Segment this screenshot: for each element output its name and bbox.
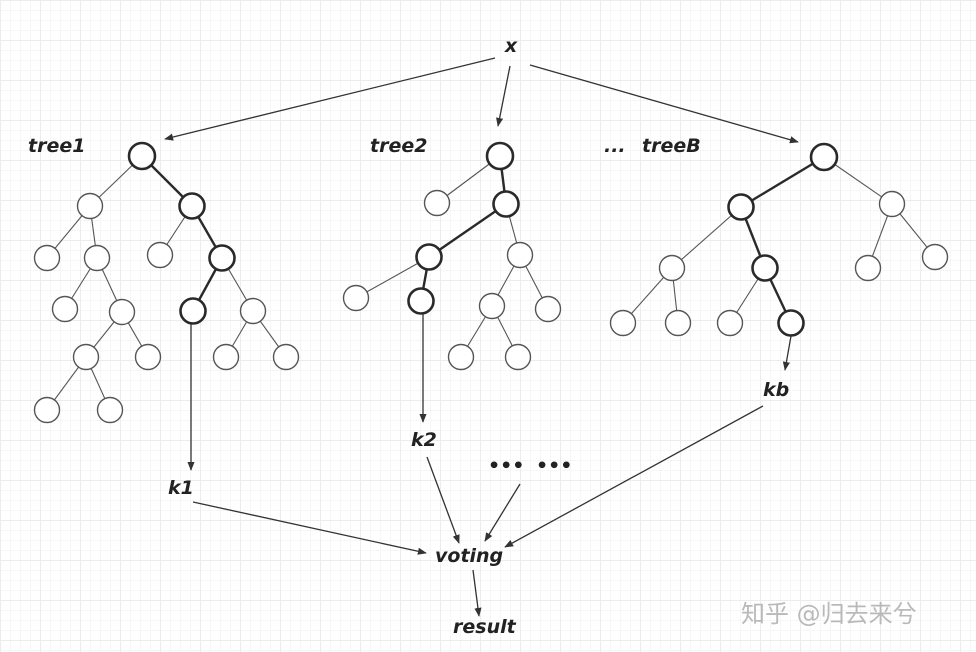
tree1-leaf-node [179,297,207,325]
input-label-x: x [504,35,518,57]
tree-node [33,396,61,424]
voting-arrows [192,405,764,617]
tree-node [447,343,475,371]
treeB-label: treeB [642,135,701,157]
tree1 [33,141,300,424]
tree-node [72,343,100,371]
prediction-k1-label: k1 [168,477,194,499]
tree2-root-node [485,141,515,171]
tree1-root-node [127,141,157,171]
arrow-x-to-tree2 [496,65,511,127]
tree-node [506,241,534,269]
arrow-leaf-to-kb [782,335,792,371]
treeB-path-node [751,254,779,282]
arrow-x-to-tree1 [164,57,496,141]
tree2-path-node [492,190,520,218]
prediction-k2-label: k2 [411,429,437,451]
tree2-leaf-node [407,287,435,315]
arrow-kb-to-voting [504,405,764,548]
tree2-path-node [415,243,443,271]
tree-node [76,192,104,220]
trees-ellipsis-label: ... [604,135,626,157]
tree1-path-node [208,244,236,272]
tree2-label: tree2 [370,135,427,157]
arrow-voting-to-result [472,569,482,617]
tree-node [716,309,744,337]
dots-left: ••• [488,455,524,477]
tree-node [664,309,692,337]
tree-node [134,343,162,371]
voting-label: voting [435,545,503,567]
dots-right: ••• [536,455,572,477]
tree2 [342,141,562,371]
arrow-k1-to-voting [192,501,427,555]
tree-node [51,295,79,323]
tree-node [96,396,124,424]
prediction-arrows [187,314,792,471]
arrow-k2-to-voting [426,456,460,544]
tree-node [504,343,532,371]
treeB-root-node [809,142,839,172]
watermark-text: 知乎 @归去来兮 [741,600,917,628]
tree1-path-node [178,192,206,220]
arrow-dots-to-voting [484,483,521,542]
tree-node [658,254,686,282]
tree-node [878,190,906,218]
tree-node [609,309,637,337]
tree-node [478,292,506,320]
tree-node [212,343,240,371]
input-arrows [164,57,799,144]
tree-node [146,241,174,269]
tree-node [534,295,562,323]
tree1-label: tree1 [28,135,85,157]
tree-node [272,343,300,371]
tree-node [108,298,136,326]
arrow-x-to-treeB [529,64,799,144]
treeB-path-node [727,193,755,221]
tree-node [854,254,882,282]
tree-node [83,244,111,272]
result-label: result [453,616,517,638]
treeB [609,142,949,337]
tree-node [342,284,370,312]
tree-node [239,297,267,325]
treeB-leaf-node [777,309,805,337]
tree-node [33,244,61,272]
prediction-kb-label: kb [763,379,789,401]
tree-node [423,189,451,217]
tree-node [921,243,949,271]
